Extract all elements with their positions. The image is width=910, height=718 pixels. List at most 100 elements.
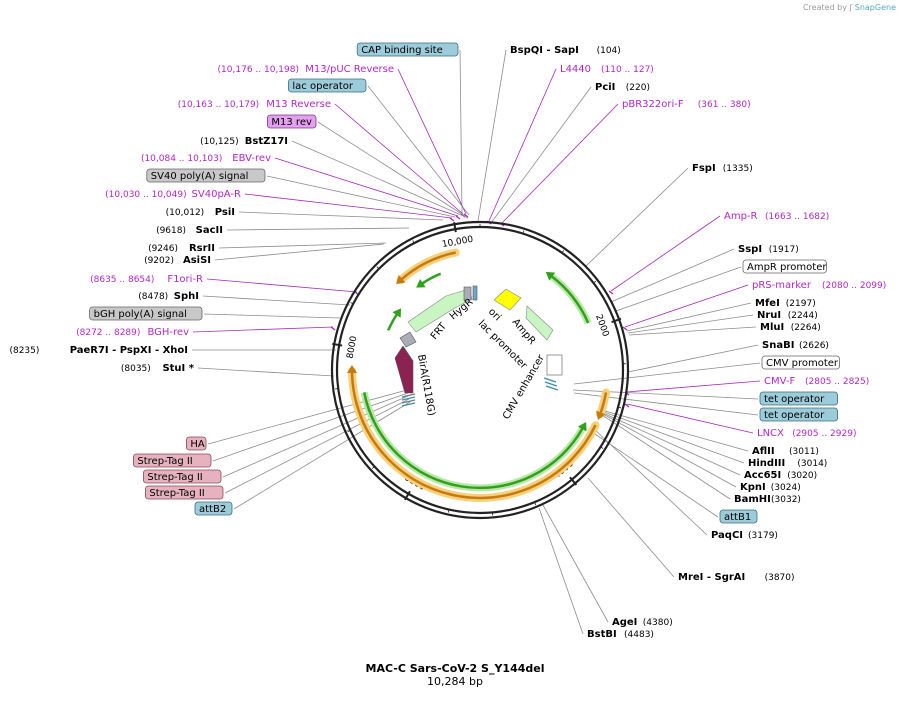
minor-tick: [372, 466, 375, 469]
kpni-label: KpnI(3024): [740, 482, 801, 493]
enzyme-position: (2626): [799, 341, 829, 351]
enzyme-position: (3024): [771, 483, 801, 493]
primer-range: (2905 .. 2929): [792, 429, 856, 439]
enzyme-name: MluI: [760, 322, 784, 333]
minor-tick: [534, 501, 537, 506]
primer-name: LNCX: [757, 428, 784, 439]
enzyme-position: (4380): [643, 618, 673, 628]
green-arrow-head: [416, 278, 426, 288]
leader-line: [610, 215, 721, 292]
ori-label: ori: [486, 306, 503, 323]
enzyme-position: (10,012): [166, 208, 205, 218]
leader-line: [601, 414, 731, 500]
primer-range: (10,030 .. 10,049): [105, 190, 186, 200]
rsrii-label: RsrII(9246): [148, 243, 215, 254]
amprprom-label: AmpR promoter: [742, 259, 827, 274]
enzyme-name: SphI: [174, 291, 199, 302]
enzyme-name: MreI - SgrAI: [678, 572, 745, 583]
minor-tick: [376, 266, 380, 270]
leader-line: [587, 477, 675, 578]
tag-mark: [401, 393, 416, 398]
leader-line: [602, 413, 737, 488]
primer-mark: [622, 326, 628, 331]
leader-line: [610, 248, 735, 303]
leader-line: [603, 411, 745, 464]
minor-tick: [412, 240, 415, 244]
feature-box: [719, 509, 758, 524]
feature-box: [742, 259, 827, 274]
feature-box: [185, 436, 207, 451]
leader-line: [224, 398, 410, 494]
primer-mark: [463, 213, 469, 218]
bira-label: BirA(R118G): [415, 354, 437, 417]
primer-range: (1663 .. 1682): [765, 212, 829, 222]
frt-box: [399, 331, 417, 348]
leader-line: [626, 380, 761, 393]
enzyme-name: SspI: [738, 244, 762, 255]
primer-name: L4440: [560, 64, 591, 75]
agei-label: AgeI(4380): [612, 617, 673, 628]
tick-label: 8000: [346, 335, 360, 360]
strep2-label: Strep-Tag II: [142, 469, 222, 484]
leader-line: [317, 121, 466, 217]
leader-line: [626, 302, 752, 332]
leader-line: [218, 242, 387, 249]
stui-label: StuI * (8035): [121, 363, 195, 374]
enzyme-position: (8035): [121, 364, 151, 374]
leader-line: [501, 103, 619, 224]
enzyme-name: BstZ17I: [245, 136, 288, 147]
minor-tick: [571, 479, 575, 483]
enzyme-name: SnaBI: [762, 340, 794, 351]
hygr-green-arc: [420, 272, 442, 286]
map-title: MAC-C Sars-CoV-2 S_Y144del: [365, 662, 545, 675]
pbr-label: pBR322ori-F(361 .. 380): [622, 99, 751, 110]
leader-line: [628, 326, 757, 336]
bghrev-label: BGH-rev(8272 .. 8289): [76, 327, 189, 338]
enzyme-position: (104): [597, 46, 621, 56]
leader-line: [226, 227, 410, 231]
enzyme-name: StuI *: [162, 363, 194, 374]
psti-label: PsiI(10,012): [166, 207, 235, 218]
leader-line: [192, 326, 334, 333]
feature-box: [132, 453, 212, 468]
feature-name: attB2: [199, 504, 226, 515]
bira-arrow: [394, 345, 414, 394]
feature-name: CAP binding site: [361, 45, 443, 56]
hindiii-label: HindIII(3014): [748, 458, 827, 469]
leader-line: [593, 428, 708, 536]
asisi-label: AsiSI(9202): [144, 255, 211, 266]
primer-range: (110 .. 127): [601, 65, 654, 75]
leader-line: [244, 193, 453, 219]
feature-name: AmpR promoter: [747, 262, 827, 273]
leader-line: [615, 266, 742, 312]
feature-name: M13 rev: [271, 117, 312, 128]
primer-mark: [624, 403, 630, 408]
feature-name: SV40 poly(A) signal: [151, 171, 249, 182]
m13revf-label: M13 rev: [266, 114, 317, 129]
primer-name: CMV-F: [764, 376, 795, 387]
enzyme-position: (3011): [789, 447, 819, 457]
ha-label: HA: [185, 436, 207, 451]
leader-line: [206, 278, 358, 293]
primer-range: (10,084 .. 10,103): [141, 154, 222, 164]
enzyme-name: Acc65I: [744, 470, 781, 481]
tet2-label: tet operator: [759, 407, 838, 422]
primer-name: F1ori-R: [167, 274, 203, 285]
primer-mark: [330, 326, 336, 331]
orange-arrow-head: [347, 365, 358, 374]
lac-box: [463, 286, 472, 301]
leader-line: [572, 389, 759, 400]
primer-range: (2080 .. 2099): [822, 281, 886, 291]
tet-operator-mark: [544, 381, 558, 387]
cmvf-label: CMV-F(2805 .. 2825): [764, 376, 869, 387]
orange-arrow-head: [396, 274, 406, 285]
bstbi-label: BstBI(4483): [587, 629, 654, 640]
leader-line: [233, 401, 411, 510]
enzyme-name: BamHI: [734, 494, 771, 505]
leader-lines: [192, 49, 761, 635]
minor-tick: [347, 429, 351, 432]
plasmid-backbone: [330, 220, 630, 520]
enzyme-position: (9246): [148, 244, 178, 254]
cap-label: CAP binding site: [356, 42, 459, 57]
